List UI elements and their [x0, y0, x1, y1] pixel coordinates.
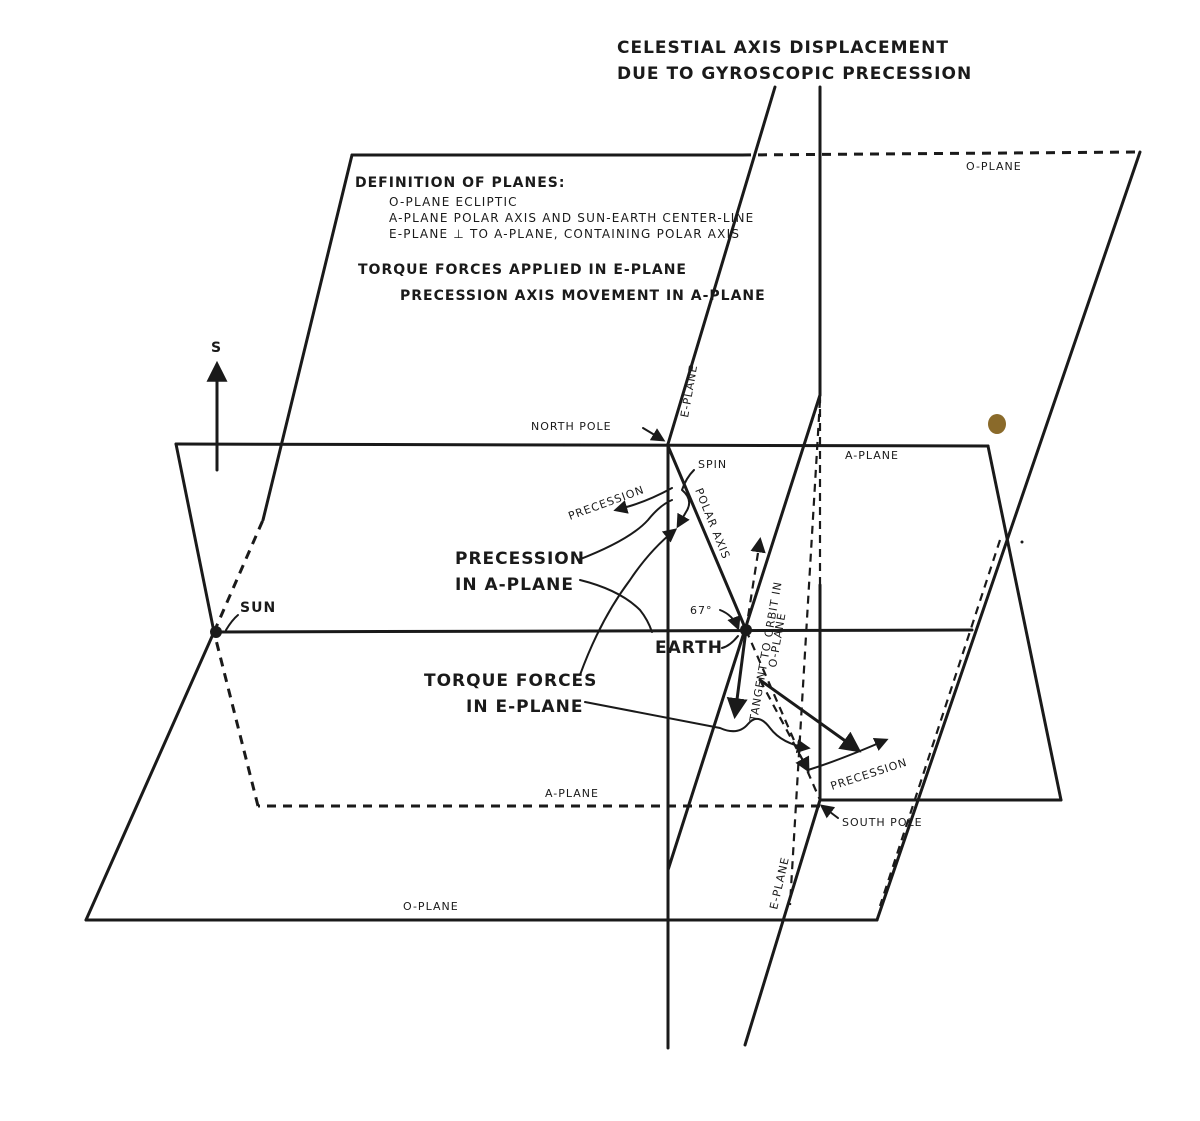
- south-pole-label: SOUTH POLE: [842, 816, 923, 829]
- precession-label-top: PRECESSION: [567, 483, 647, 523]
- o-plane: [84, 150, 1142, 922]
- s-axis-label: S: [211, 340, 222, 356]
- earth-label: EARTH: [655, 638, 723, 658]
- precession-label-bottom: PRECESSION: [829, 756, 909, 793]
- statement-torque: TORQUE FORCES APPLIED IN E-PLANE: [358, 262, 687, 278]
- a-plane-label-right: A-PLANE: [845, 449, 899, 462]
- angle-arc: [719, 609, 741, 631]
- e-plane-label-top: E-PLANE: [678, 363, 700, 418]
- diagram-title-line1: CELESTIAL AXIS DISPLACEMENT: [617, 38, 949, 58]
- polar-axis: [666, 444, 862, 801]
- torque-forces-leader-bottom: [584, 701, 811, 754]
- definition-o-plane: O-PLANE ECLIPTIC: [389, 195, 518, 209]
- north-pole-label: NORTH POLE: [531, 420, 612, 433]
- paper-speck: [1020, 540, 1024, 544]
- definitions-heading: DEFINITION OF PLANES:: [355, 175, 565, 191]
- precession-arrow-top: [613, 487, 673, 514]
- torque-forces-leader-top: [579, 528, 678, 676]
- o-plane-label-bottom: O-PLANE: [403, 900, 459, 913]
- spin-label: SPIN: [698, 458, 727, 471]
- angle-label: 67°: [690, 604, 713, 617]
- precession-in-a-plane-label-2: IN A-PLANE: [455, 575, 574, 595]
- sun-marker: [210, 626, 222, 638]
- torque-forces-label-1: TORQUE FORCES: [424, 671, 597, 691]
- definition-e-plane: E-PLANE ⊥ TO A-PLANE, CONTAINING POLAR A…: [389, 227, 740, 241]
- statement-precession: PRECESSION AXIS MOVEMENT IN A-PLANE: [400, 288, 766, 304]
- spin-arrow: [676, 469, 695, 529]
- precession-in-a-plane-leader: [577, 499, 673, 561]
- precession-in-a-plane-label-1: PRECESSION: [455, 549, 585, 569]
- torque-forces-label-2: IN E-PLANE: [466, 697, 583, 717]
- paper-stain: [988, 414, 1006, 434]
- o-plane-label-top: O-PLANE: [966, 160, 1022, 173]
- sun-label: SUN: [240, 600, 276, 616]
- diagram-title-line2: DUE TO GYROSCOPIC PRECESSION: [617, 64, 972, 84]
- earth-marker: [740, 624, 752, 636]
- a-plane: [174, 442, 1063, 808]
- precession-arrow-bottom: [807, 738, 889, 771]
- definition-a-plane: A-PLANE POLAR AXIS AND SUN-EARTH CENTER-…: [389, 211, 754, 225]
- a-plane-label-bottom: A-PLANE: [545, 787, 599, 800]
